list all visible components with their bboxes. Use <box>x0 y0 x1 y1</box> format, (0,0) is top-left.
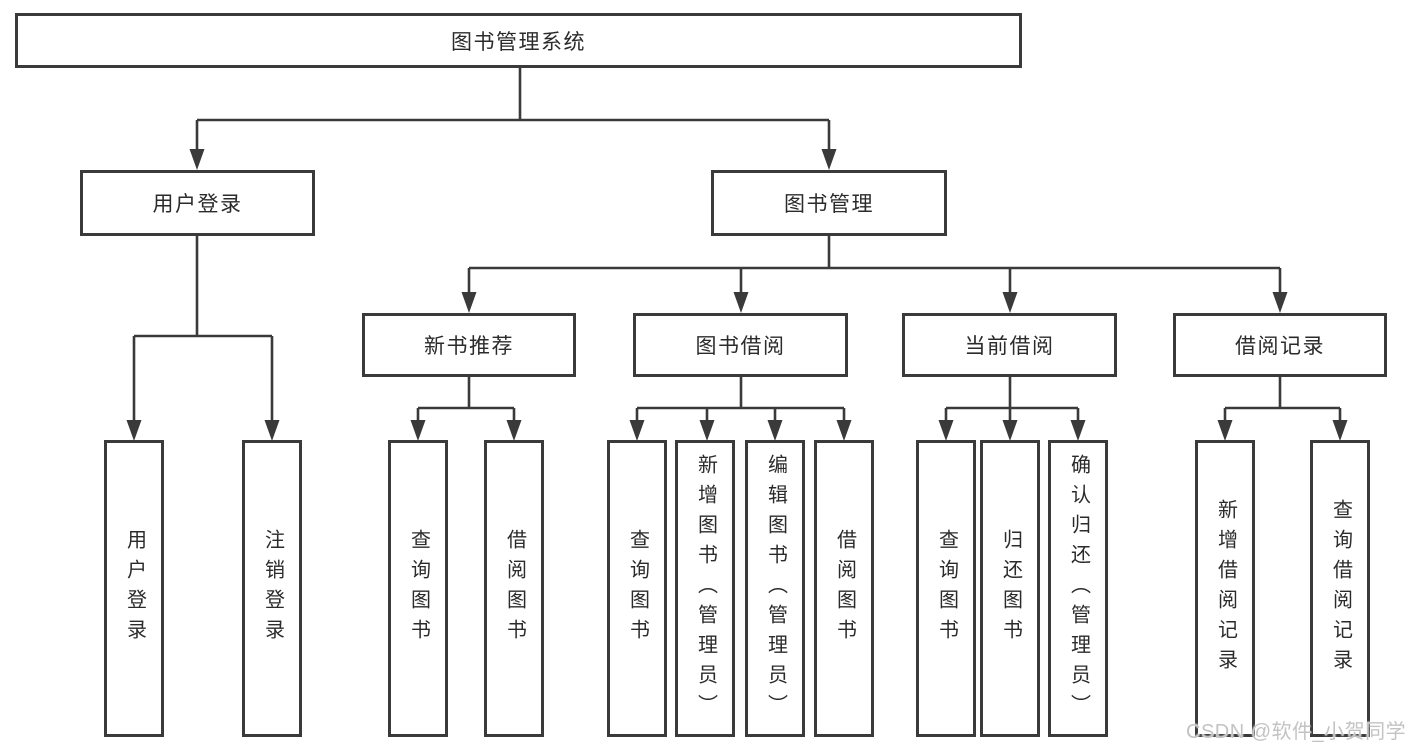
node-current-borrow: 当前借阅 <box>902 313 1117 377</box>
leaf-query-books-borrow: 查询图书 <box>607 440 667 737</box>
node-borrow-records-label: 借阅记录 <box>1235 335 1325 358</box>
node-root: 图书管理系统 <box>15 13 1022 68</box>
leaf-query-books-rec: 查询图书 <box>388 440 448 737</box>
node-new-book-rec: 新书推荐 <box>362 313 576 377</box>
leaf-borrow-books-rec: 借阅图书 <box>484 440 544 737</box>
leaf-label: 查询图书 <box>626 528 649 649</box>
node-book-mgmt-label: 图书管理 <box>784 193 874 216</box>
leaf-label: 借阅图书 <box>833 528 856 649</box>
leaf-user-login: 用户登录 <box>104 440 164 737</box>
node-user-login: 用户登录 <box>80 170 315 236</box>
node-root-label: 图书管理系统 <box>451 30 586 54</box>
leaf-borrow-books: 借阅图书 <box>814 440 874 737</box>
leaf-add-books-admin: 新增图书（管理员） <box>675 440 735 737</box>
leaf-label: 借阅图书 <box>503 528 526 649</box>
leaf-return-books: 归还图书 <box>980 440 1040 737</box>
leaf-label: 编辑图书（管理员） <box>764 453 787 724</box>
leaf-logout: 注销登录 <box>242 440 302 737</box>
node-current-borrow-label: 当前借阅 <box>964 335 1055 358</box>
node-new-book-rec-label: 新书推荐 <box>424 335 514 358</box>
leaf-edit-books-admin: 编辑图书（管理员） <box>745 440 805 737</box>
leaf-query-books-current: 查询图书 <box>916 440 976 737</box>
leaf-label: 注销登录 <box>261 528 284 649</box>
csdn-watermark: CSDN @软件_小贺同学 <box>1186 721 1405 743</box>
node-borrow-records: 借阅记录 <box>1173 313 1387 377</box>
leaf-add-borrow-record: 新增借阅记录 <box>1195 440 1255 737</box>
node-book-borrow-label: 图书借阅 <box>695 335 786 358</box>
node-user-login-label: 用户登录 <box>152 193 243 216</box>
leaf-label: 确认归还（管理员） <box>1067 453 1090 724</box>
leaf-label: 查询图书 <box>935 528 958 649</box>
leaf-label: 查询借阅记录 <box>1329 498 1352 679</box>
leaf-label: 新增图书（管理员） <box>694 453 717 724</box>
leaf-label: 用户登录 <box>123 528 146 649</box>
leaf-confirm-return-admin: 确认归还（管理员） <box>1048 440 1108 737</box>
leaf-label: 归还图书 <box>999 528 1022 649</box>
leaf-label: 查询图书 <box>407 528 430 649</box>
node-book-borrow: 图书借阅 <box>633 313 848 377</box>
leaf-label: 新增借阅记录 <box>1214 498 1237 679</box>
node-book-mgmt: 图书管理 <box>711 170 947 236</box>
leaf-query-borrow-record: 查询借阅记录 <box>1310 440 1370 737</box>
